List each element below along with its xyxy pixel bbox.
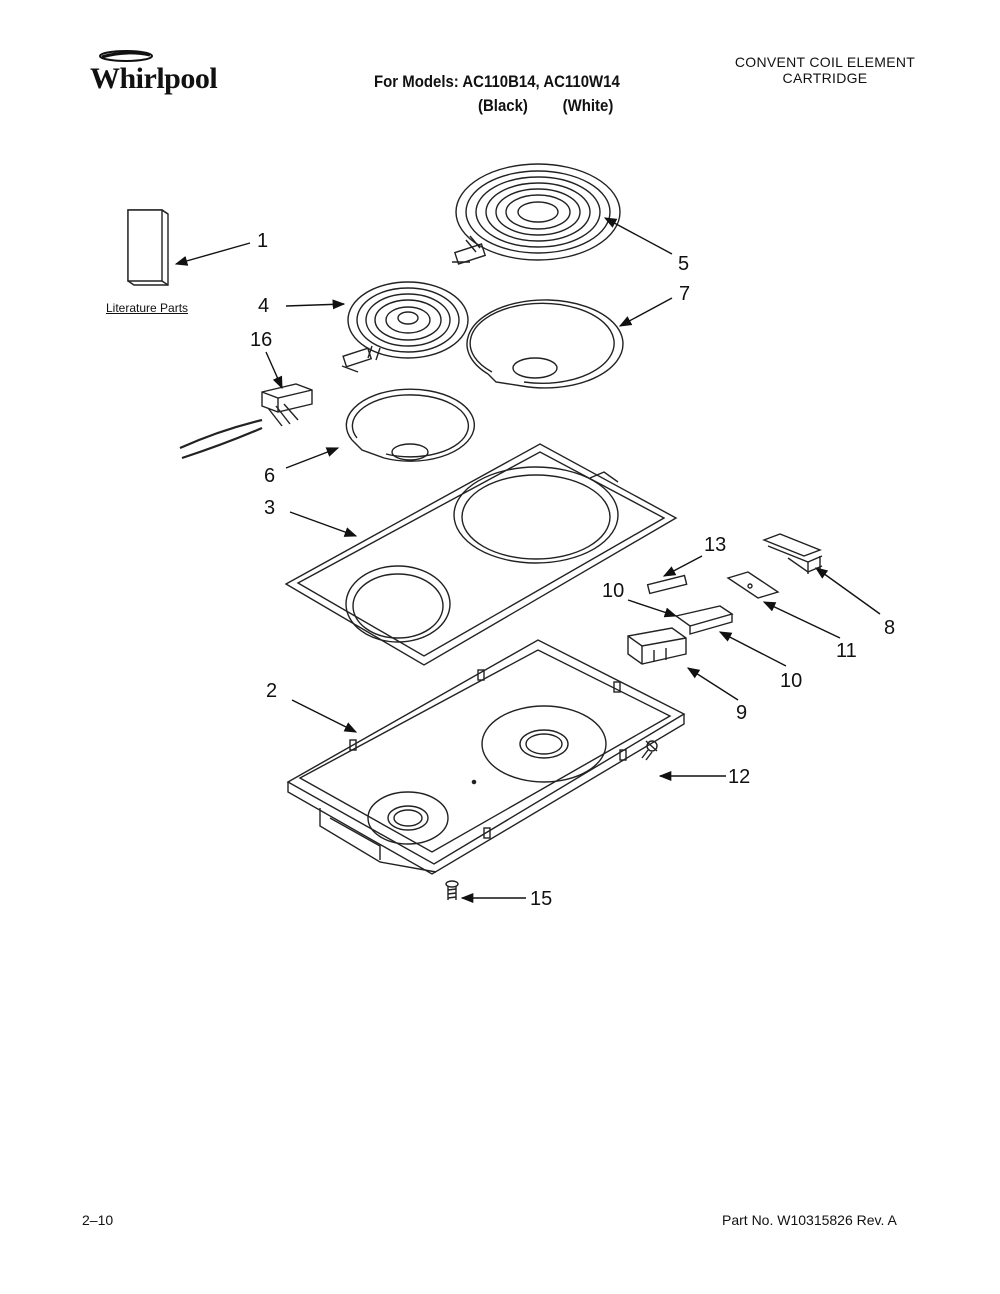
page-number: 2–10 bbox=[82, 1212, 114, 1228]
brand-logo: Whirlpool bbox=[78, 48, 238, 108]
callout-3: 3 bbox=[264, 497, 275, 519]
callout-15: 15 bbox=[530, 888, 552, 910]
variant-white: (White) bbox=[562, 96, 614, 115]
callout-13: 13 bbox=[704, 534, 726, 556]
leader-5 bbox=[603, 217, 673, 255]
callout-10a: 10 bbox=[602, 580, 624, 602]
part-receptacle-block bbox=[627, 627, 687, 665]
part-cooktop-frame bbox=[284, 443, 678, 666]
part-literature-booklet bbox=[127, 209, 169, 286]
brand-swirl-icon bbox=[99, 50, 153, 62]
part-number: Part No. W10315826 Rev. A bbox=[722, 1212, 897, 1228]
callout-4: 4 bbox=[258, 295, 269, 317]
part-terminal-block bbox=[179, 383, 313, 460]
leader-13 bbox=[662, 555, 703, 577]
part-bracket-assembly bbox=[762, 533, 823, 574]
leader-2 bbox=[291, 699, 358, 733]
leader-4 bbox=[285, 299, 346, 310]
variant-black: (Black) bbox=[478, 96, 528, 115]
leader-9 bbox=[686, 667, 739, 701]
callout-12: 12 bbox=[728, 766, 750, 788]
part-large-drip-bowl bbox=[466, 299, 624, 389]
models-line: For Models: AC110B14, AC110W14 bbox=[374, 72, 620, 91]
leader-3 bbox=[289, 511, 358, 537]
brand-wordmark: Whirlpool bbox=[90, 62, 218, 95]
part-mounting-plate bbox=[726, 571, 780, 599]
leader-16 bbox=[265, 351, 283, 390]
callout-16: 16 bbox=[250, 329, 272, 351]
model-variants: (Black) (White) bbox=[478, 96, 613, 116]
document-title-line1: CONVENT COIL ELEMENT bbox=[734, 54, 916, 70]
literature-parts-label: Literature Parts bbox=[106, 301, 189, 315]
callout-7: 7 bbox=[679, 283, 690, 305]
part-cartridge-pan bbox=[286, 639, 686, 875]
leader-7 bbox=[618, 297, 673, 327]
part-small-coil-element bbox=[341, 281, 469, 373]
callout-1: 1 bbox=[257, 230, 268, 252]
leader-10b bbox=[718, 631, 787, 667]
part-large-coil-element bbox=[452, 163, 621, 265]
callout-5: 5 bbox=[678, 253, 689, 275]
leader-10a bbox=[627, 599, 678, 618]
document-title-line2: CARTRIDGE bbox=[782, 70, 868, 86]
leader-6 bbox=[285, 447, 340, 469]
callout-9: 9 bbox=[736, 702, 747, 724]
document-title: CONVENT COIL ELEMENT CARTRIDGE bbox=[720, 54, 930, 86]
callout-11: 11 bbox=[836, 640, 857, 662]
part-screw-bottom bbox=[445, 880, 459, 900]
callout-10b: 10 bbox=[780, 670, 802, 692]
leader-1 bbox=[174, 242, 251, 266]
part-screw-side bbox=[641, 740, 658, 761]
callout-2: 2 bbox=[266, 680, 277, 702]
part-rod bbox=[646, 574, 688, 595]
part-small-drip-bowl bbox=[345, 388, 475, 462]
callout-8: 8 bbox=[884, 617, 895, 639]
leader-11 bbox=[762, 601, 841, 639]
part-bracket-upper bbox=[674, 605, 734, 635]
callout-6: 6 bbox=[264, 465, 275, 487]
leader-8 bbox=[814, 567, 881, 615]
